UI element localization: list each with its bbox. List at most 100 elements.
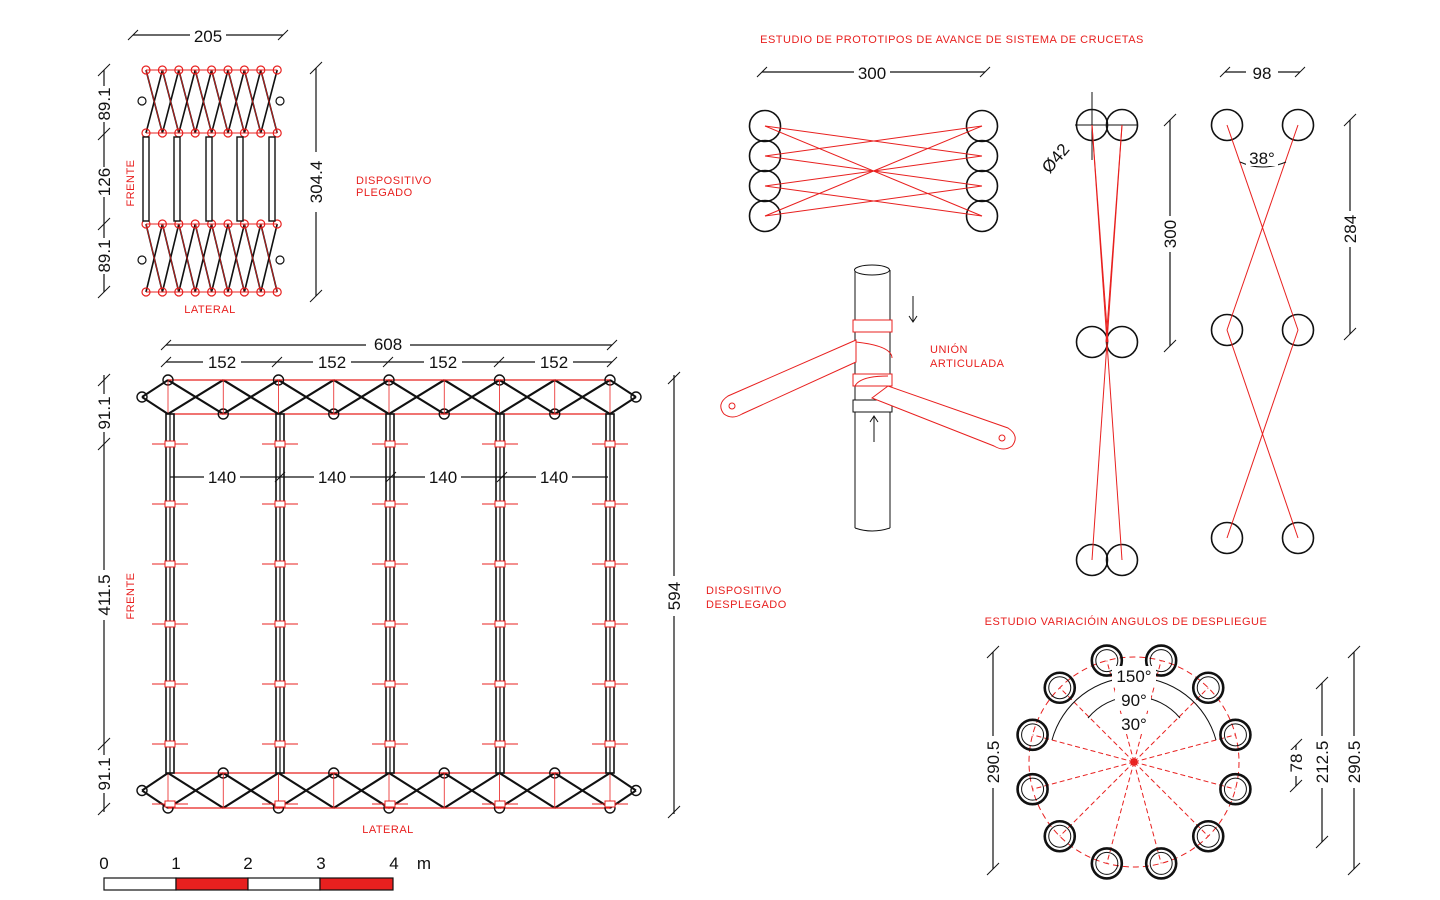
collar <box>384 560 396 568</box>
edge <box>141 396 169 415</box>
pipe <box>1075 543 1109 577</box>
folded-height-mid-dim: 126 <box>95 168 114 196</box>
node <box>174 287 184 297</box>
scissor-axis <box>145 69 163 134</box>
pipe-inner <box>1095 851 1119 875</box>
node <box>190 65 200 75</box>
pipe-inner <box>1021 777 1045 801</box>
collar <box>164 800 176 808</box>
scissor-member <box>222 379 280 415</box>
scale-tick-3: 3 <box>316 854 325 873</box>
collar <box>494 680 506 688</box>
edge <box>141 789 169 809</box>
scissor-axis <box>178 223 196 293</box>
deployed-height-top-dim: 91.1 <box>95 396 114 429</box>
side-node <box>137 255 147 265</box>
pipe <box>965 169 999 203</box>
scissor-member <box>388 772 445 809</box>
joint-label-line1: UNIÓN <box>930 343 968 356</box>
folded-side-label: LATERAL <box>184 304 236 316</box>
scissor-axis <box>227 223 245 293</box>
folded-caption-line1: DISPOSITIVO <box>356 175 432 187</box>
scissor-member <box>443 379 501 415</box>
collar <box>164 620 176 628</box>
pipe <box>748 139 782 173</box>
side-node <box>136 391 148 403</box>
collar <box>494 500 506 508</box>
prototype-a-width-dim: 300 <box>858 64 886 83</box>
pipe <box>965 139 999 173</box>
deployed-inner-span-2-dim: 140 <box>318 468 346 487</box>
deployed-inner-span-3-dim: 140 <box>429 468 457 487</box>
pipe <box>1090 644 1124 677</box>
collar <box>384 500 396 508</box>
folded-caption-line2: PLEGADO <box>356 187 413 199</box>
pipe <box>1191 819 1225 853</box>
pipe <box>1210 521 1244 555</box>
pipe-inner <box>1196 824 1220 848</box>
collar <box>604 500 616 508</box>
pipe <box>1281 313 1315 347</box>
node <box>239 219 249 229</box>
side-node <box>275 255 285 265</box>
pipe <box>1191 671 1225 705</box>
articulated-joint: UNIÓN ARTICULADA <box>720 264 1016 532</box>
collar <box>494 740 506 748</box>
side-node <box>137 96 147 106</box>
pipe <box>1016 718 1049 752</box>
node <box>190 219 200 229</box>
pipe-inner <box>1149 649 1173 673</box>
pipe-inner <box>1223 777 1247 801</box>
pipe <box>1281 108 1315 142</box>
collar <box>274 440 286 448</box>
node <box>157 65 167 75</box>
scissor-member <box>277 772 335 809</box>
pipe-inner <box>1048 676 1072 700</box>
prototype-b-height-dim: 300 <box>1161 220 1180 248</box>
collar <box>604 440 616 448</box>
node <box>239 128 249 138</box>
prototype-a: 300 <box>748 62 999 233</box>
cross-member <box>764 125 983 217</box>
pipe <box>1219 772 1252 806</box>
radial-line <box>1133 761 1209 837</box>
collar <box>494 560 506 568</box>
vertical-strut <box>173 136 181 222</box>
center-point <box>1130 758 1138 766</box>
deployed-span-4-dim: 152 <box>540 353 568 372</box>
scissor-member <box>167 772 224 809</box>
node <box>223 128 233 138</box>
node <box>190 128 200 138</box>
node <box>256 65 266 75</box>
pipe <box>1105 325 1139 359</box>
deployed-span-1-dim: 152 <box>208 353 236 372</box>
pipe-inner <box>1196 676 1220 700</box>
node <box>223 65 233 75</box>
radial-line <box>1133 687 1209 763</box>
cross-member <box>1105 124 1123 343</box>
cross-member <box>764 125 983 157</box>
pipe <box>1043 819 1077 853</box>
pipe <box>748 199 782 233</box>
scissor-member <box>388 379 445 415</box>
collar <box>274 800 286 808</box>
angles-right-height-1-dim: 78 <box>1287 754 1306 773</box>
collar <box>274 620 286 628</box>
edge <box>609 772 637 792</box>
node <box>272 287 282 297</box>
scissor-axis <box>244 223 262 293</box>
scale-unit: m <box>417 854 431 873</box>
collar <box>604 740 616 748</box>
pipe <box>1210 108 1244 142</box>
collar <box>164 560 176 568</box>
radial-line <box>1032 761 1135 790</box>
scissor-axis <box>162 223 180 293</box>
prototype-c-angle-dim: 38° <box>1249 149 1275 168</box>
collar <box>384 440 396 448</box>
prototype-c-width-dim: 98 <box>1253 64 1272 83</box>
prototype-b-geometry <box>1075 92 1139 577</box>
pipe <box>965 109 999 143</box>
scale-tick-2: 2 <box>243 854 252 873</box>
scale-tick-4: 4 <box>389 854 398 873</box>
scissor-axis <box>145 223 163 293</box>
